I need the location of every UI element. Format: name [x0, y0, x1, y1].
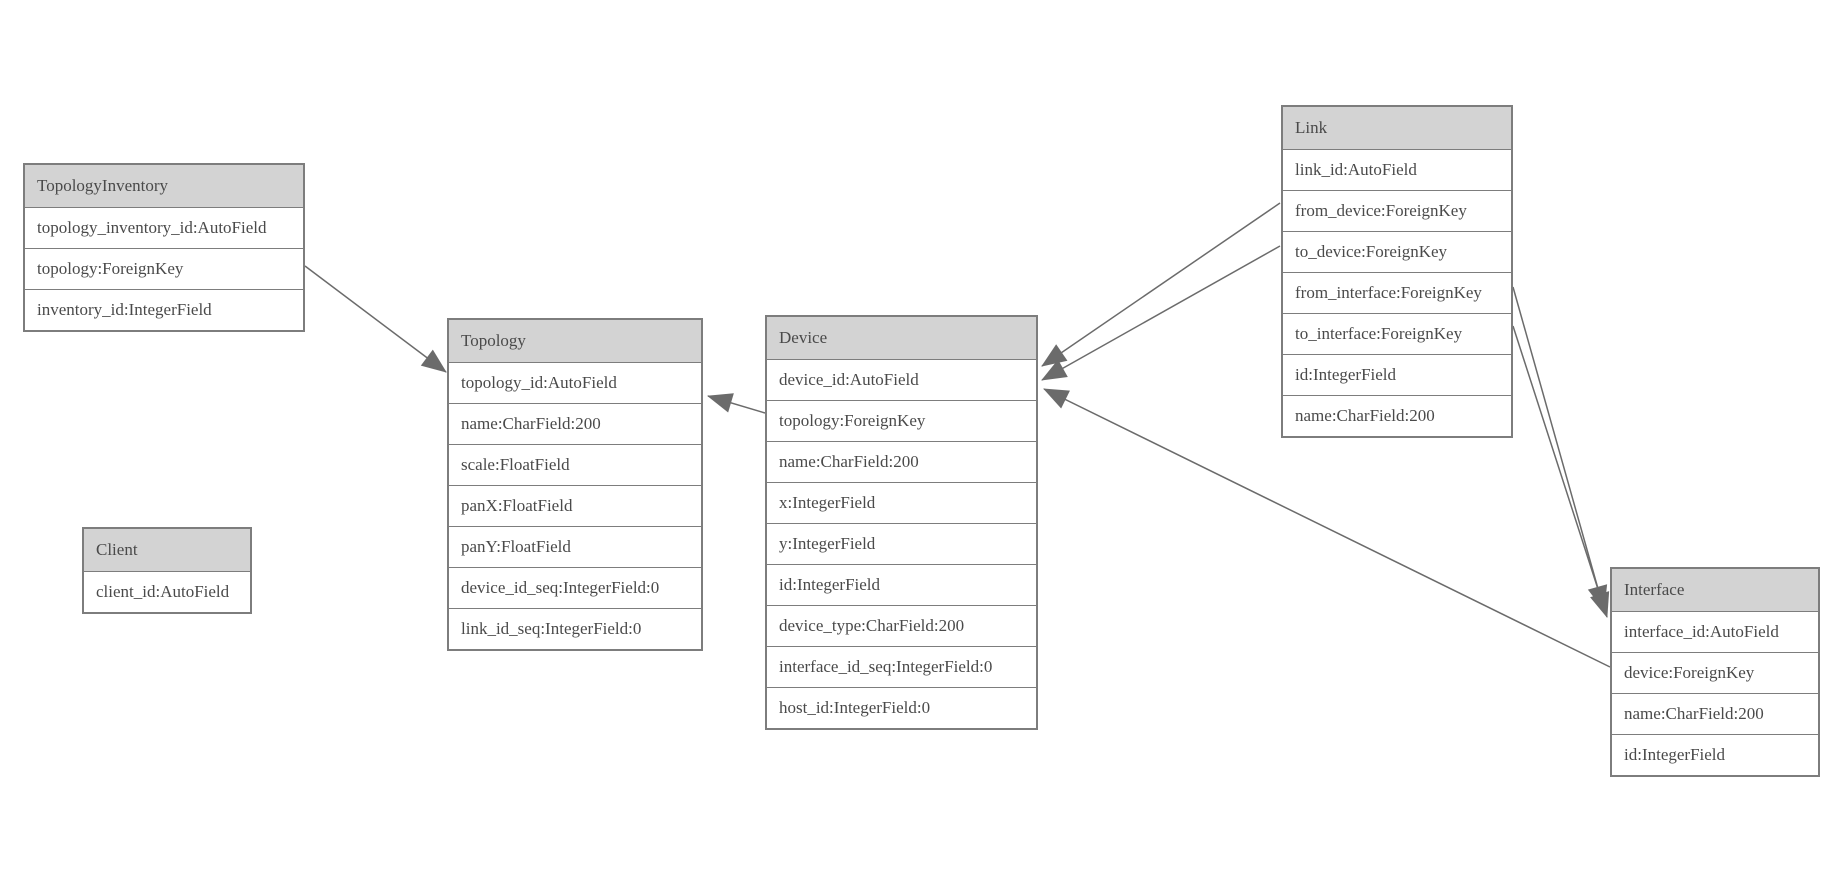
entity-header-client: Client	[84, 529, 250, 571]
field-row: from_interface:ForeignKey	[1283, 272, 1511, 313]
field-row: device_type:CharField:200	[767, 605, 1036, 646]
field-row: inventory_id:IntegerField	[25, 289, 303, 330]
field-row: link_id_seq:IntegerField:0	[449, 608, 701, 649]
field-row: topology:ForeignKey	[767, 400, 1036, 441]
entity-header-interface: Interface	[1612, 569, 1818, 611]
field-row: to_device:ForeignKey	[1283, 231, 1511, 272]
entity-header-device: Device	[767, 317, 1036, 359]
field-row: name:CharField:200	[1612, 693, 1818, 734]
field-row: device_id_seq:IntegerField:0	[449, 567, 701, 608]
field-row: interface_id_seq:IntegerField:0	[767, 646, 1036, 687]
relationship-line-device-topology-to-topology	[707, 393, 766, 414]
relationship-line-interface-device-to-device	[1043, 388, 1611, 668]
field-row: panX:FloatField	[449, 485, 701, 526]
field-row: x:IntegerField	[767, 482, 1036, 523]
field-row: from_device:ForeignKey	[1283, 190, 1511, 231]
field-row: interface_id:AutoField	[1612, 611, 1818, 652]
relationship-line-link-from-interface-to-interface	[1512, 286, 1608, 611]
field-row: link_id:AutoField	[1283, 149, 1511, 190]
field-row: topology:ForeignKey	[25, 248, 303, 289]
field-row: topology_inventory_id:AutoField	[25, 207, 303, 248]
relationship-line-topology-inventory-topology-to-topology	[304, 265, 447, 373]
field-row: scale:FloatField	[449, 444, 701, 485]
field-row: id:IntegerField	[767, 564, 1036, 605]
entity-header-link: Link	[1283, 107, 1511, 149]
field-row: to_interface:ForeignKey	[1283, 313, 1511, 354]
entity-header-topology: Topology	[449, 320, 701, 362]
field-row: panY:FloatField	[449, 526, 701, 567]
field-row: name:CharField:200	[767, 441, 1036, 482]
field-row: id:IntegerField	[1612, 734, 1818, 775]
field-row: id:IntegerField	[1283, 354, 1511, 395]
field-row: name:CharField:200	[1283, 395, 1511, 436]
field-row: client_id:AutoField	[84, 571, 250, 612]
field-row: device:ForeignKey	[1612, 652, 1818, 693]
entity-header-topology-inventory: TopologyInventory	[25, 165, 303, 207]
relationship-line-link-to-interface-to-interface	[1512, 325, 1610, 618]
field-row: topology_id:AutoField	[449, 362, 701, 403]
field-row: device_id:AutoField	[767, 359, 1036, 400]
relationship-line-link-from-device-to-device	[1041, 202, 1281, 367]
field-row: name:CharField:200	[449, 403, 701, 444]
field-row: y:IntegerField	[767, 523, 1036, 564]
field-row: host_id:IntegerField:0	[767, 687, 1036, 728]
relationship-line-link-to-device-to-device	[1041, 245, 1281, 381]
